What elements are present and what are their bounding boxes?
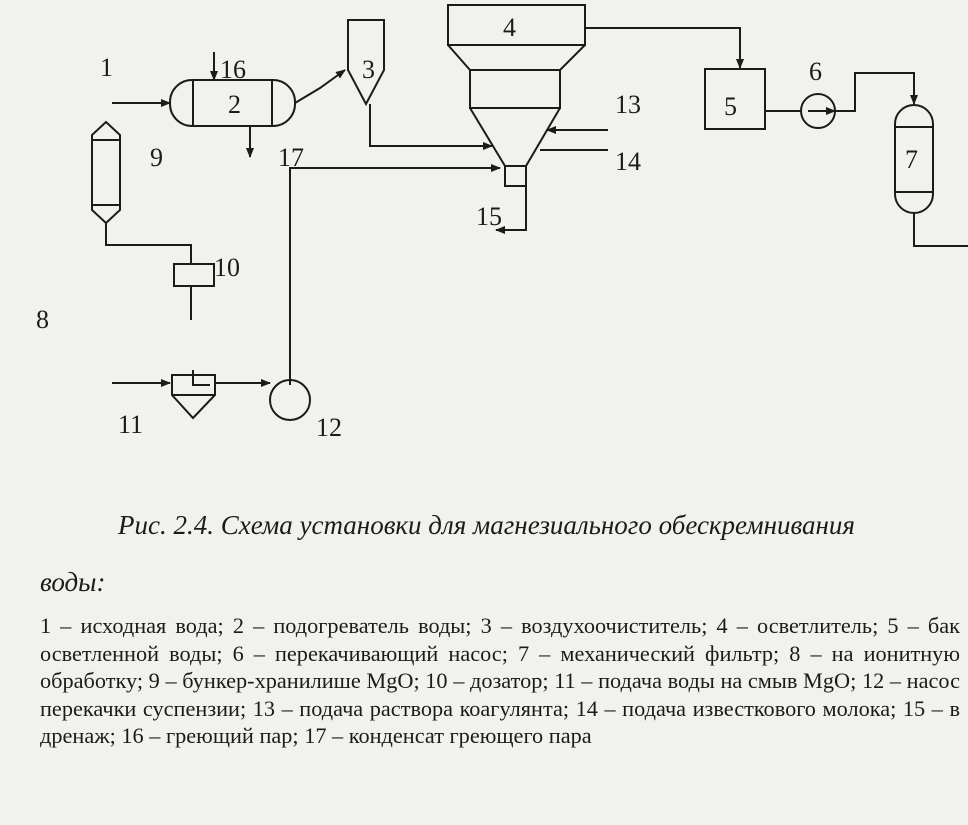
label-11: 11 [118, 410, 143, 439]
label-5: 5 [724, 92, 737, 121]
clarifier-to-tank-line [585, 27, 744, 69]
suspension-pump [269, 379, 311, 421]
mixer [171, 374, 216, 420]
heater-to-separator-line [294, 69, 346, 104]
clarifier [447, 4, 586, 187]
mgo-bunker [91, 120, 121, 225]
label-8: 8 [36, 305, 49, 334]
figure-caption-continuation: воды: [40, 567, 106, 597]
suspension-line [289, 164, 501, 385]
figure-legend: 1 – исходная вода; 2 – подогреватель вод… [40, 613, 960, 749]
label-1: 1 [100, 53, 113, 82]
label-12: 12 [316, 413, 342, 442]
clarified-water-tank [704, 68, 766, 130]
pump-to-filter-line [835, 72, 918, 112]
label-17: 17 [278, 143, 304, 172]
label-4: 4 [503, 13, 516, 42]
doser [173, 263, 215, 287]
air-separator [347, 19, 385, 107]
label-2: 2 [228, 90, 241, 119]
label-13: 13 [615, 90, 641, 119]
label-15: 15 [476, 202, 502, 231]
label-3: 3 [362, 55, 375, 84]
process-diagram: 1 16 2 17 3 4 13 14 15 5 6 7 9 10 8 11 1… [36, 4, 968, 442]
label-7: 7 [905, 145, 918, 174]
separator-to-clarifier-line [369, 104, 493, 150]
stream-8-line [913, 213, 968, 247]
stream-15-line [495, 186, 527, 234]
label-14: 14 [615, 147, 641, 176]
label-6: 6 [809, 57, 822, 86]
label-10: 10 [214, 253, 240, 282]
label-9: 9 [150, 143, 163, 172]
figure-caption: Рис. 2.4. Схема установки для магнезиаль… [118, 510, 855, 540]
label-16: 16 [220, 55, 246, 84]
